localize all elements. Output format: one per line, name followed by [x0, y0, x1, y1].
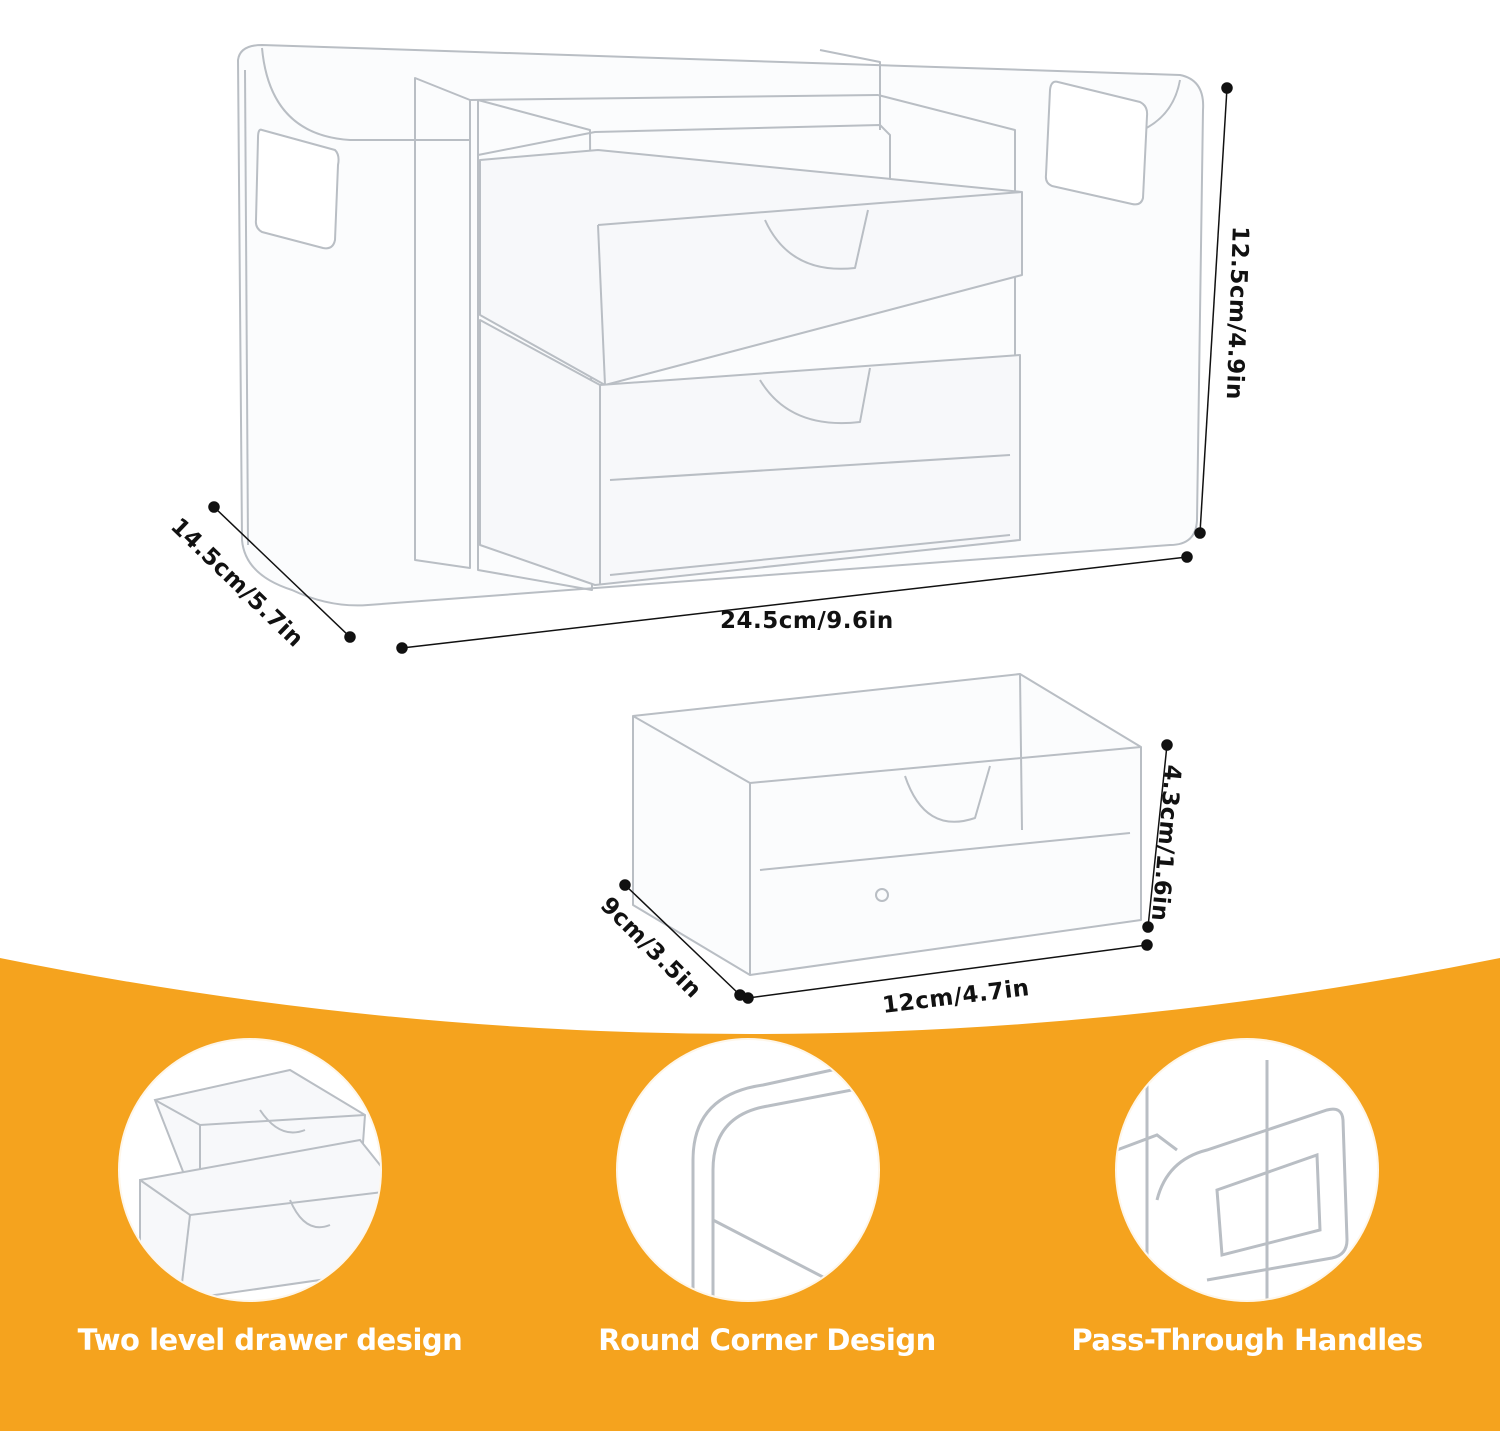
detail-circle-drawers [120, 1040, 380, 1300]
detail-circle-handles [1117, 1040, 1377, 1300]
handle-detail-image [1117, 1060, 1349, 1300]
feature-caption-drawers: Two level drawer design [77, 1323, 463, 1357]
main-length-label: 24.5cm/9.6in [720, 608, 894, 634]
drawer-detail-image [139, 1068, 380, 1300]
feature-caption-corner: Round Corner Design [598, 1323, 936, 1357]
detail-circle-corner [618, 1040, 878, 1300]
feature-caption-handles: Pass-Through Handles [1071, 1323, 1423, 1357]
corner-detail-image [691, 1058, 878, 1300]
